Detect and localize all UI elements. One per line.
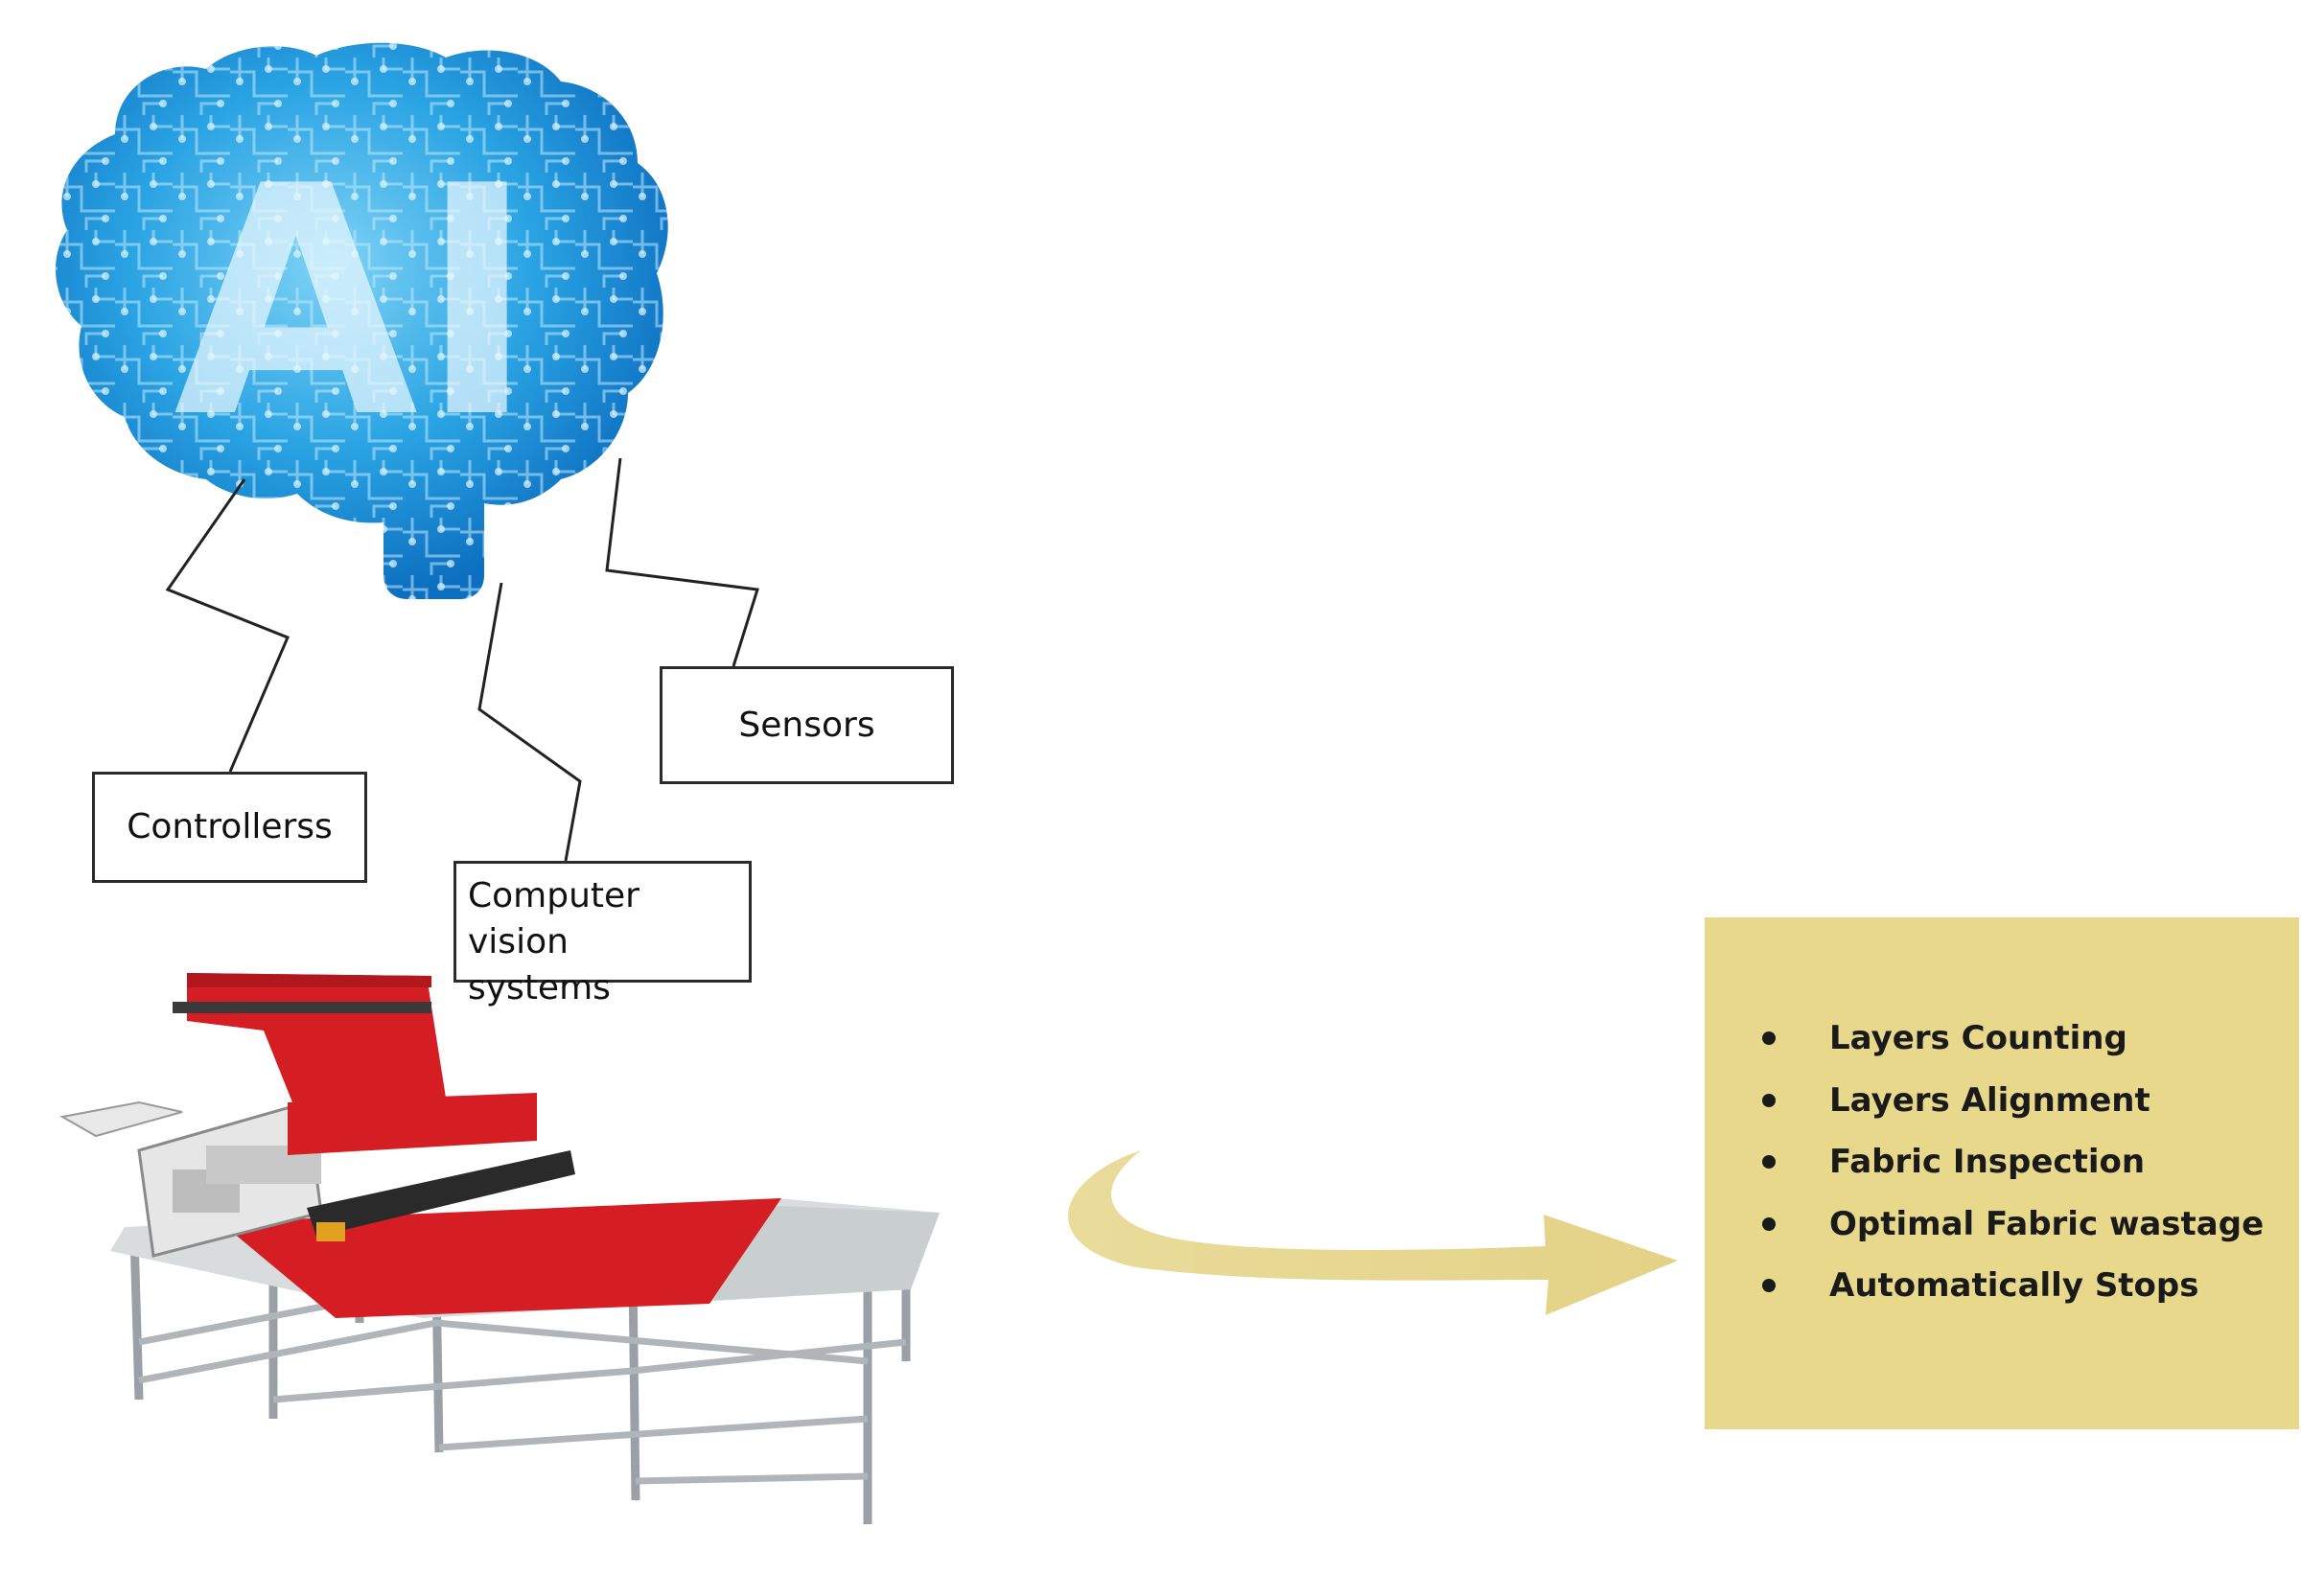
bullet-icon xyxy=(1762,1216,1776,1231)
feature-item: Layers Alignment xyxy=(1762,1079,2299,1142)
feature-item: Layers Counting xyxy=(1762,1017,2299,1079)
bullet-icon xyxy=(1762,1155,1776,1169)
computer-vision-label-box: Computer vision systems xyxy=(453,861,752,1008)
feature-item: Automatically Stops xyxy=(1762,1264,2299,1327)
bullet-icon xyxy=(1762,1279,1776,1292)
ai-logo-text: AI xyxy=(174,119,536,487)
connector-computer-vision xyxy=(477,582,582,862)
connector-controllers xyxy=(165,478,290,773)
computer-vision-label-line2: systems xyxy=(468,968,611,1008)
ai-brain-logo: AI xyxy=(56,42,668,600)
bullet-icon xyxy=(1762,1093,1776,1107)
feature-text: Optimal Fabric wastage xyxy=(1829,1204,2265,1243)
controllers-label-box: Controllerss xyxy=(92,772,367,883)
bullet-icon xyxy=(1762,1031,1776,1045)
connector-lines xyxy=(165,457,759,862)
features-list: Layers Counting Layers Alignment Fabric … xyxy=(1762,1017,2299,1327)
computer-vision-label-line1: Computer vision xyxy=(468,876,639,961)
feature-item: Fabric Inspection xyxy=(1762,1141,2299,1203)
feature-item: Optimal Fabric wastage xyxy=(1762,1203,2299,1265)
features-panel: Layers Counting Layers Alignment Fabric … xyxy=(1705,917,2299,1429)
fabric-spreading-machine-icon xyxy=(59,973,940,1524)
feature-text: Fabric Inspection xyxy=(1829,1143,2146,1181)
feature-text: Layers Counting xyxy=(1829,1019,2127,1057)
sensors-label-box: Sensors xyxy=(660,666,954,784)
controllers-label: Controllerss xyxy=(127,807,333,846)
sensors-label: Sensors xyxy=(738,705,875,745)
feature-text: Automatically Stops xyxy=(1829,1266,2199,1305)
connector-sensors xyxy=(605,457,759,667)
curved-arrow-icon xyxy=(1068,1150,1678,1315)
feature-text: Layers Alignment xyxy=(1829,1080,2150,1120)
